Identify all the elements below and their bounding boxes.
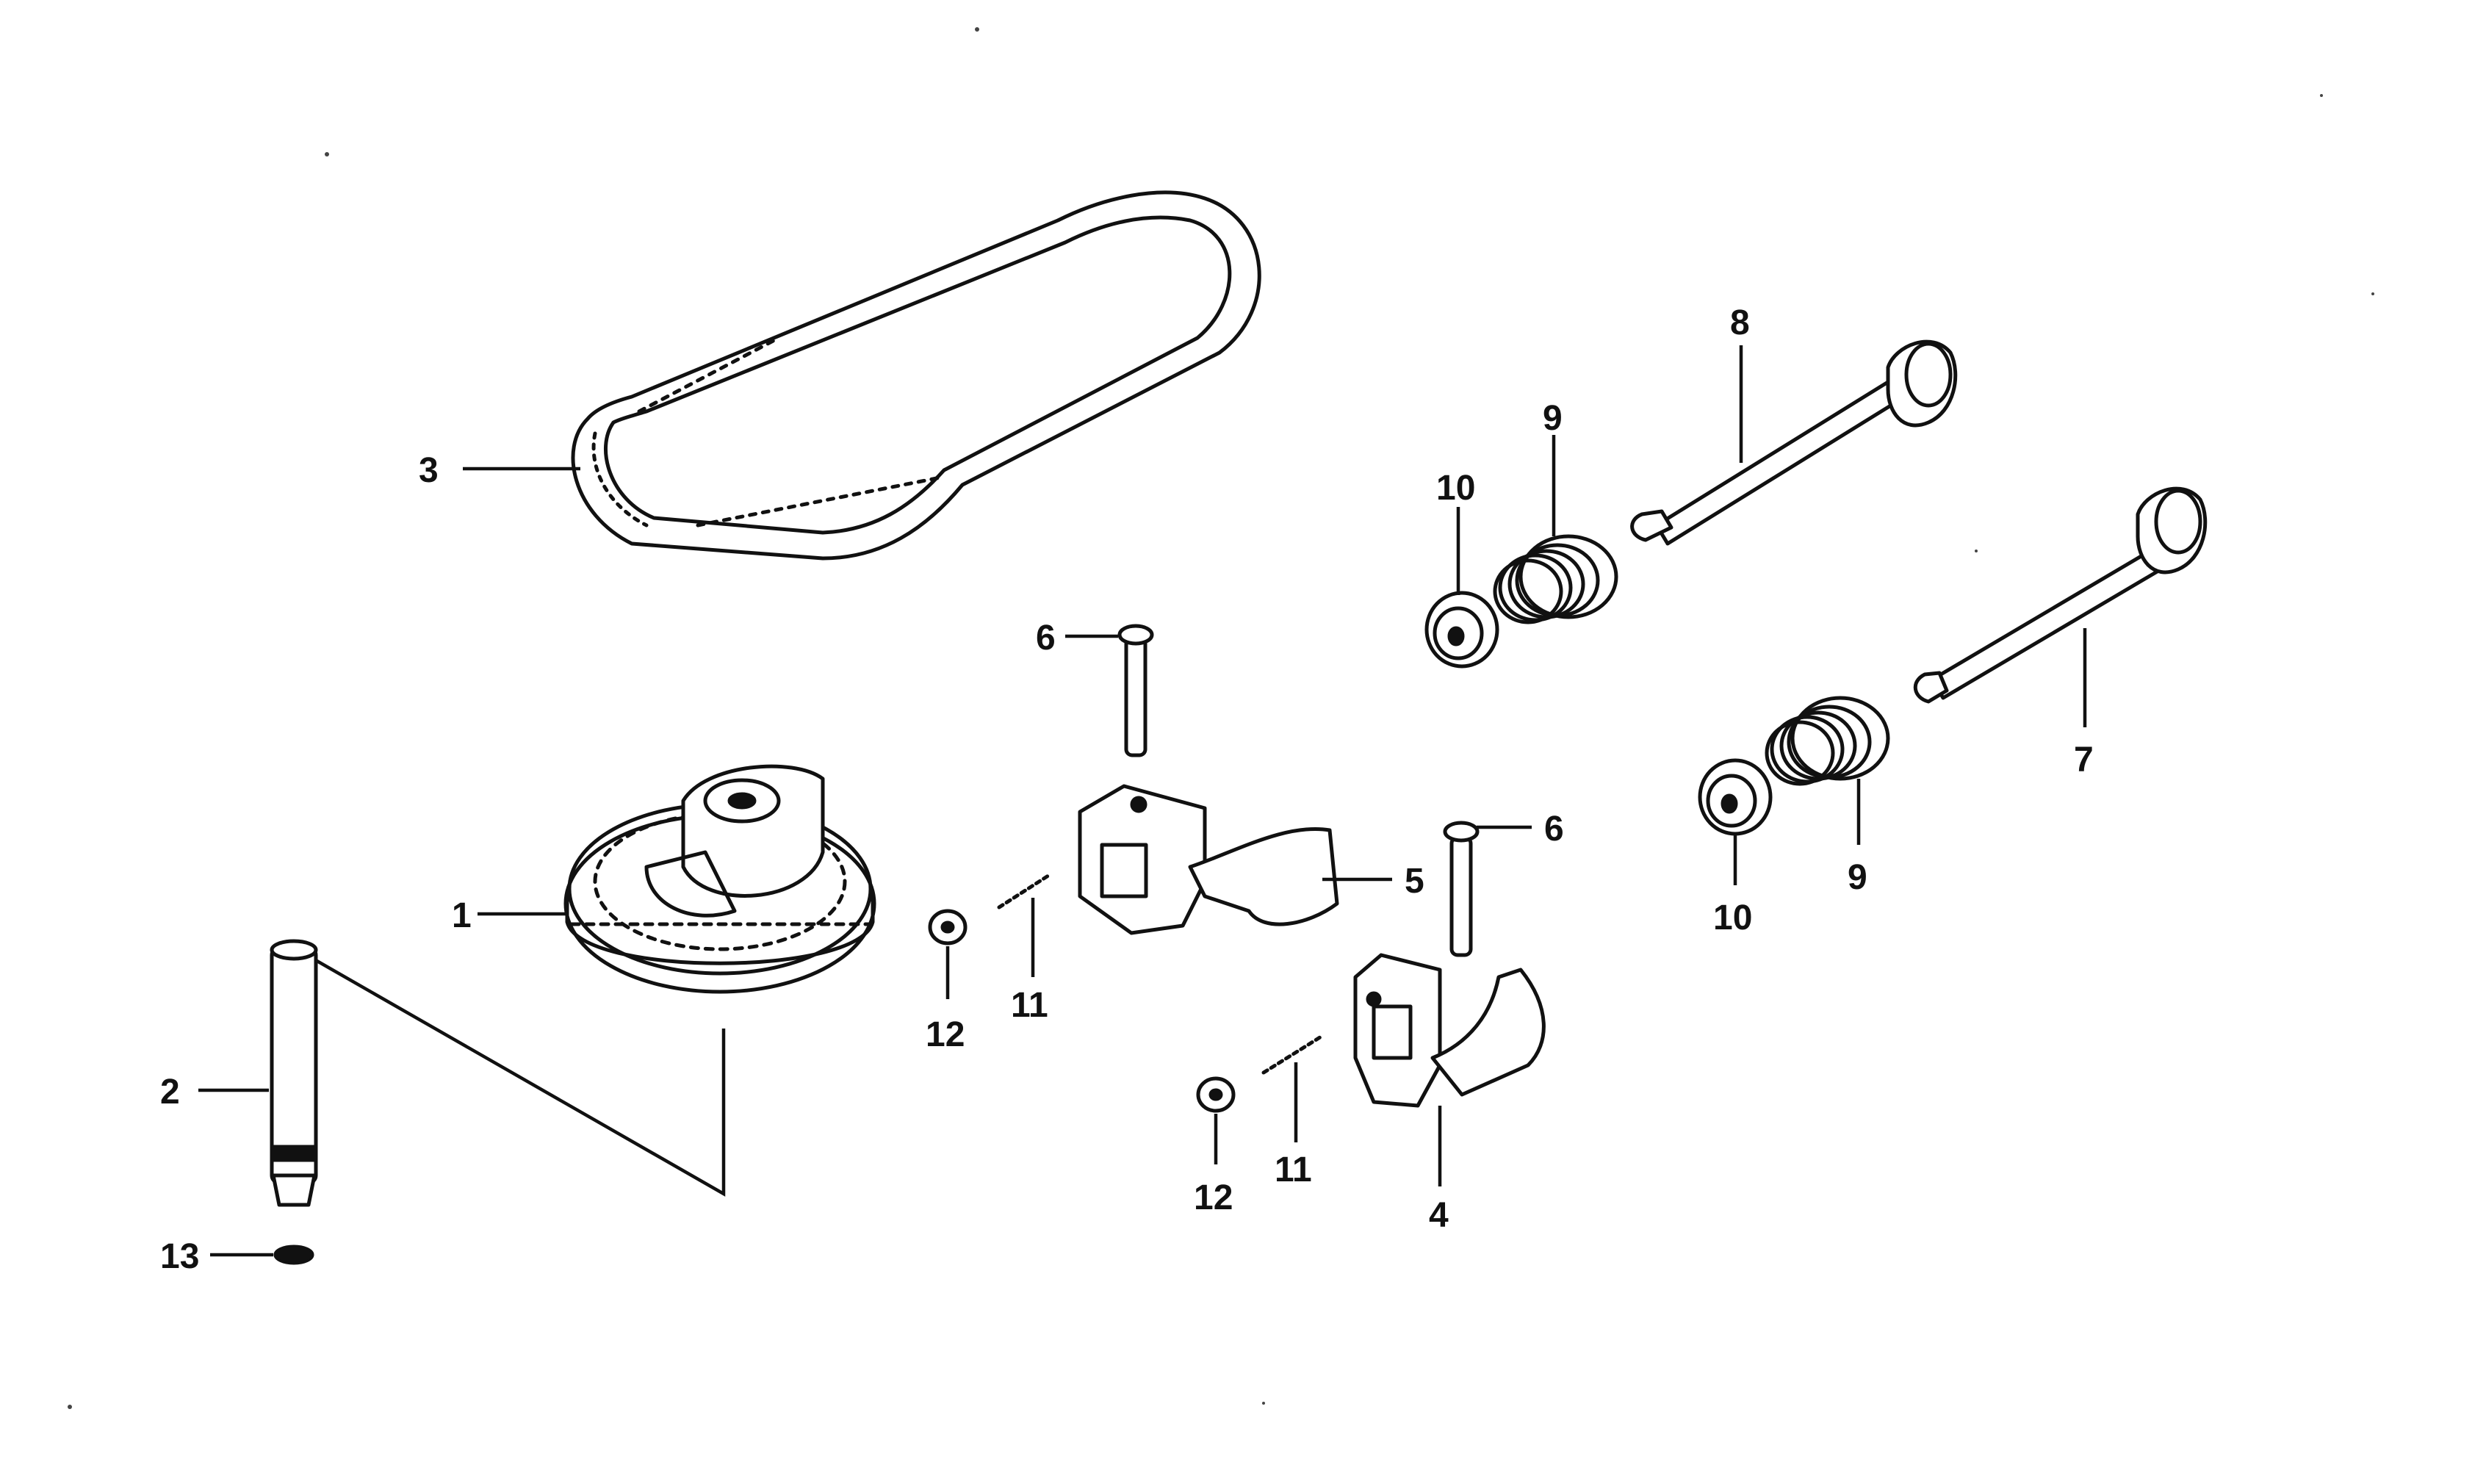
rocker-arm-4-part <box>1353 953 1546 1108</box>
callout-9-lower: 9 <box>1848 858 1867 897</box>
valve-spring-upper-part <box>1493 534 1618 624</box>
callout-6-upper: 6 <box>1036 619 1056 658</box>
callout-1: 1 <box>452 896 472 935</box>
spring-retainer-lower-part <box>1698 758 1773 836</box>
callout-12-right: 12 <box>1194 1178 1233 1217</box>
callout-9-upper: 9 <box>1543 399 1563 438</box>
nut-right-part <box>1196 1076 1236 1113</box>
camshaft-gear-part <box>563 764 876 994</box>
callout-11-right: 11 <box>1275 1150 1312 1189</box>
timing-belt-part <box>571 190 1261 561</box>
rocker-arm-5-part <box>1078 784 1339 935</box>
callout-6-lower: 6 <box>1544 810 1564 849</box>
callout-11-left: 11 <box>1011 986 1048 1025</box>
callout-5: 5 <box>1405 862 1424 901</box>
callout-4: 4 <box>1429 1196 1449 1235</box>
callout-13: 13 <box>160 1237 199 1276</box>
callout-10-lower: 10 <box>1713 898 1752 937</box>
intake-valve-part <box>1913 486 2208 704</box>
callout-3: 3 <box>419 451 439 490</box>
exhaust-valve-part <box>1630 339 1958 546</box>
callout-10-upper: 10 <box>1436 469 1475 508</box>
pivot-pin-upper-part <box>1117 624 1154 757</box>
callout-7: 7 <box>2074 741 2094 779</box>
nut-left-part <box>928 909 968 945</box>
adjust-screw-left-part <box>997 872 1053 910</box>
camshaft-pin-part <box>270 939 318 1207</box>
spring-retainer-upper-part <box>1424 591 1499 669</box>
callout-2: 2 <box>160 1073 180 1112</box>
pivot-pin-lower-part <box>1443 821 1480 957</box>
scan-specks <box>68 27 2374 1409</box>
adjust-screw-right-part <box>1261 1034 1325 1075</box>
callout-8: 8 <box>1730 303 1750 342</box>
valve-spring-lower-part <box>1765 696 1890 786</box>
washer-part <box>273 1245 314 1265</box>
callout-12-left: 12 <box>926 1015 965 1054</box>
